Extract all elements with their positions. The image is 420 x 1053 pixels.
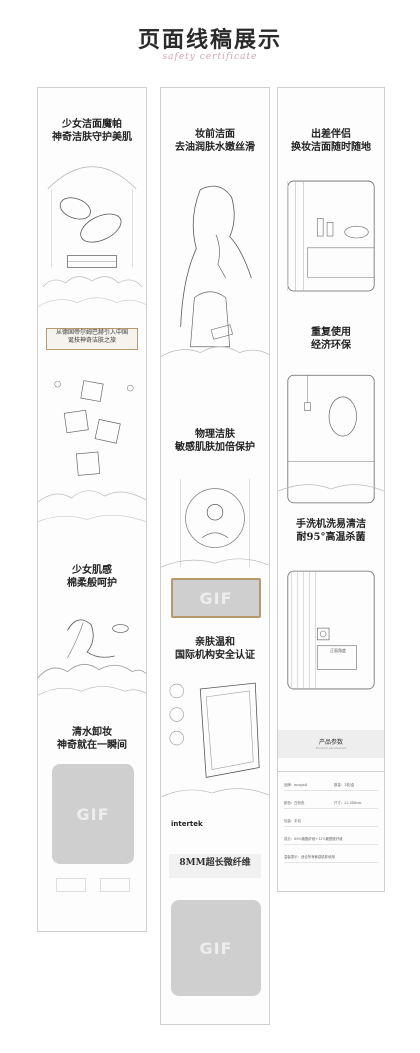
reclining-figure-illustration — [38, 619, 146, 696]
wireframe-column-1[interactable]: 少女洁面魔帕 神奇洁肤守护美肌 从德国帝尔姆巴赫引入中国 诞技神奇洁肤之旅 少女… — [37, 87, 147, 932]
gif-placeholder: GIF — [171, 900, 261, 996]
gif-placeholder: GIF — [171, 578, 261, 618]
mirror-figure-illustration — [161, 478, 269, 568]
param-row: 温馨提示：适合所有敏感肌肤使用 — [284, 852, 378, 863]
certificate-frame-illustration — [161, 682, 269, 798]
wireframe-column-2[interactable]: 妆前洁面 去油润肤水嫩丝滑 物理洁肤 敏感肌肤加倍保护 GIF 亲肤温和 国际机… — [160, 87, 270, 1025]
page-title: 页面线稿展示 — [137, 27, 282, 53]
param-row: 成分：88%聚酯纤维+12%聚酰胺纤维 — [284, 834, 378, 845]
section-heading: 出差伴侣 换妆洁面随时随地 — [291, 129, 371, 153]
param-row: 颜色：白粉色尺寸：22.5X8cm — [284, 798, 378, 809]
section-heading: 手洗机洗易清洁 耐95°高温杀菌 — [296, 519, 366, 543]
floating-cards-illustration — [38, 380, 146, 522]
section-heading: 重复使用 经济环保 — [311, 327, 351, 351]
section-heading: 少女肌感 棉柔般呵护 — [67, 565, 117, 589]
section-heading: 少女洁面魔帕 神奇洁肤守护美肌 — [52, 119, 132, 143]
panel-label: 正面角度 — [330, 648, 346, 653]
gif-placeholder: GIF — [52, 764, 134, 864]
section-heading: 妆前洁面 去油润肤水嫩丝滑 — [175, 129, 255, 153]
origin-banner: 从德国帝尔姆巴赫引入中国 诞技神奇洁肤之旅 — [46, 328, 138, 350]
params-header: 产品参数 Product parameters — [278, 730, 384, 758]
feature-badge — [56, 878, 86, 892]
washing-machine-illustration — [287, 570, 375, 690]
section-heading: 物理洁肤 敏感肌肤加倍保护 — [175, 429, 255, 453]
microfiber-banner: 8MM超长微纤维 — [169, 854, 261, 878]
section-heading: 清水卸妆 神奇就在一瞬间 — [57, 727, 127, 751]
vanity-scene-illustration — [287, 180, 375, 292]
feature-badge — [100, 878, 130, 892]
page-subtitle: safety certificate — [162, 52, 258, 62]
wireframe-column-3[interactable]: 出差伴侣 换妆洁面随时随地 重复使用 经济环保 手洗机洗易清洁 耐95°高温杀菌… — [277, 87, 385, 772]
bathroom-scene-illustration — [278, 374, 384, 504]
product-illustration — [38, 166, 146, 307]
intertek-logo: intertek — [171, 820, 203, 828]
section-heading: 亲肤温和 国际机构安全认证 — [175, 637, 255, 661]
woman-portrait-illustration — [161, 185, 269, 357]
param-row: 包装：手包 — [284, 816, 378, 827]
